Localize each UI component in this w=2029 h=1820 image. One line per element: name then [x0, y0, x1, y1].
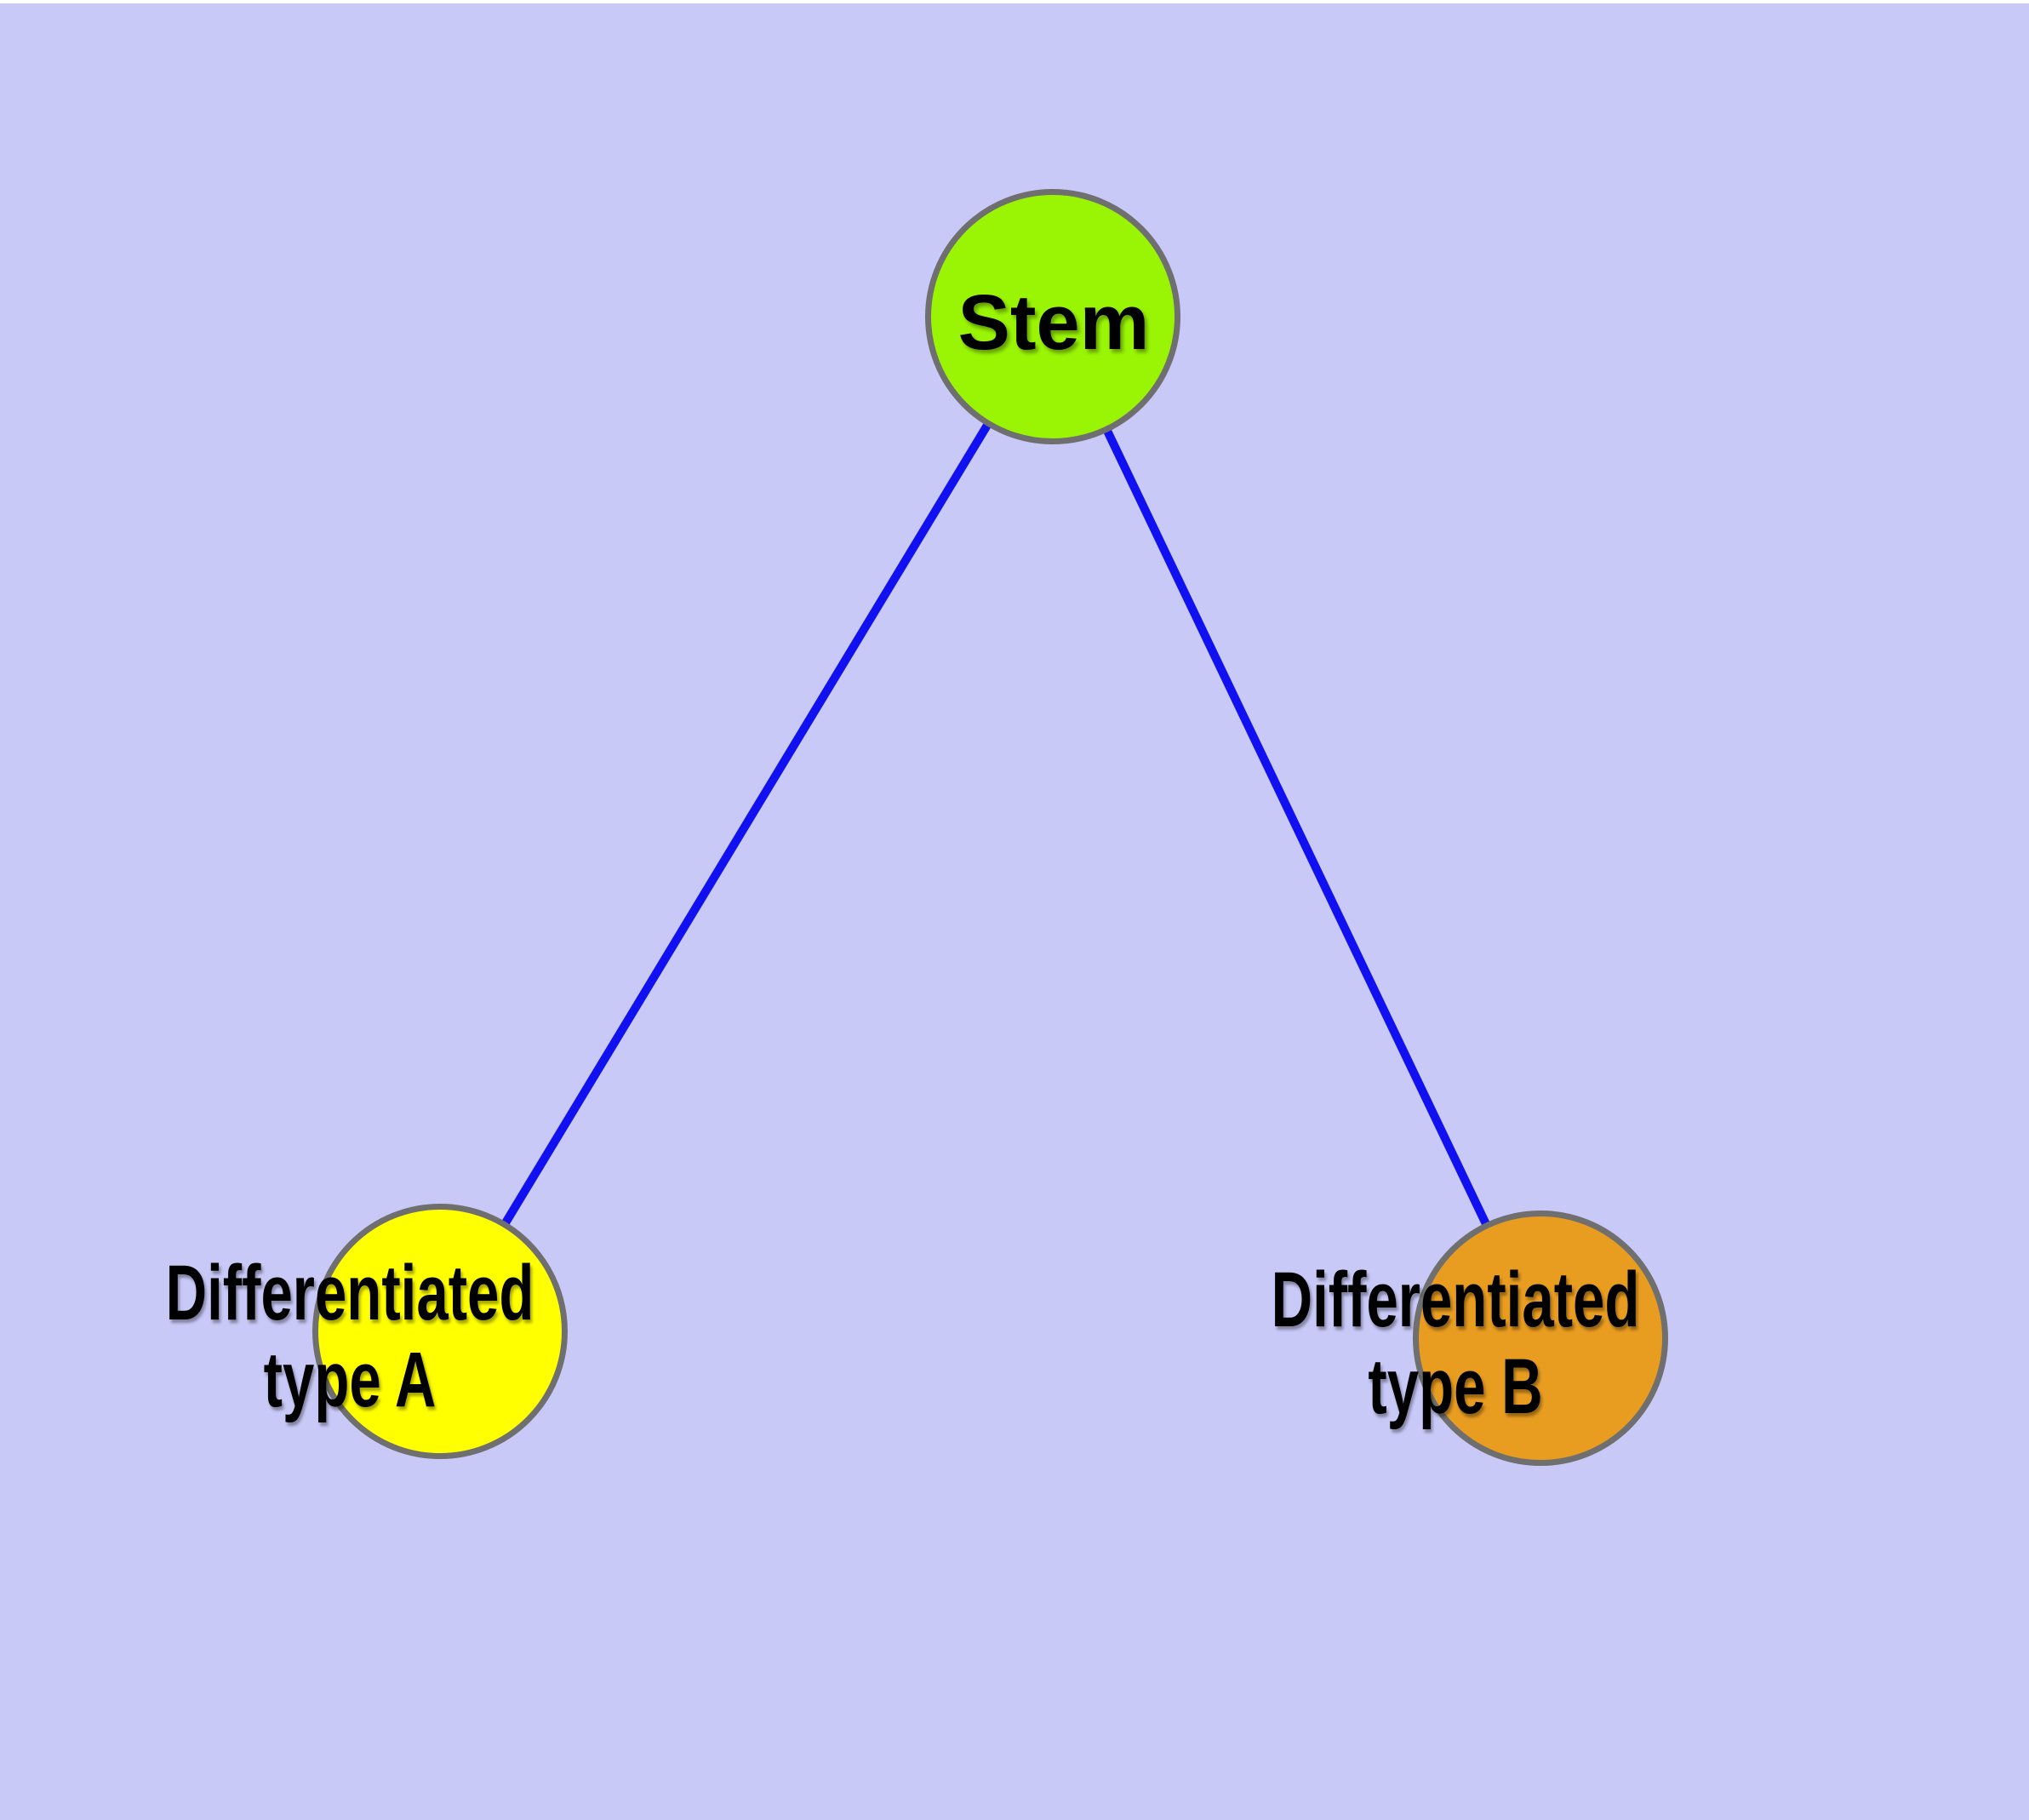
edge-stem-to-type-a: [436, 314, 1057, 1334]
node-type-a-label-line1: Differentiated: [165, 1250, 534, 1336]
node-stem-label: Stem: [958, 279, 1150, 366]
node-stem-label-text: Stem: [957, 279, 1150, 366]
edge-stem-to-type-b: [1049, 314, 1545, 1341]
node-type-a-label-line2: type A: [263, 1336, 437, 1423]
graph-svg: [312, 189, 1668, 1466]
node-type-b-label-line1: Differentiated: [1271, 1256, 1640, 1343]
node-type-a-circle: [312, 1204, 568, 1459]
diagram-canvas: Stem Differentiated type A Differentiate…: [0, 3, 2029, 1820]
node-type-b-circle: [1413, 1210, 1668, 1466]
node-type-a-label: Differentiated type A: [98, 1250, 603, 1423]
node-type-b-label: Differentiated type B: [1203, 1256, 1708, 1430]
node-type-b-label-line2: type B: [1368, 1343, 1543, 1430]
node-stem-circle: [925, 189, 1180, 444]
